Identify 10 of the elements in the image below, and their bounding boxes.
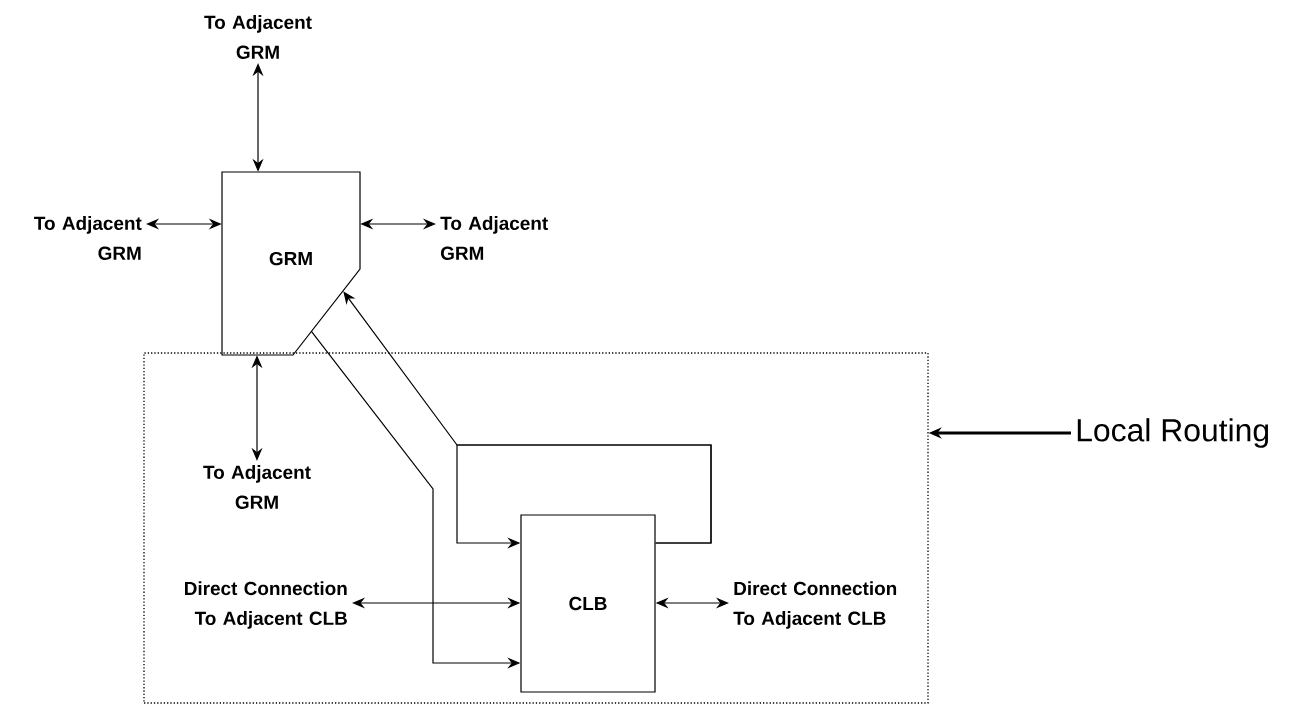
port-label: Direct Connection To Adjacent CLB — [733, 581, 897, 629]
port-label: To Adjacent GRM — [34, 216, 142, 260]
clb-block: CLB — [520, 514, 656, 693]
local-routing-region — [143, 352, 929, 704]
callout-label: Local Routing — [1077, 418, 1269, 448]
port-label: To Adjacent GRM — [204, 15, 312, 59]
port-label: To Adjacent GRM — [440, 216, 548, 260]
grm-block: GRM — [221, 171, 361, 356]
port-label: To Adjacent GRM — [203, 465, 311, 509]
port-label: Direct Connection To Adjacent CLB — [185, 581, 347, 629]
